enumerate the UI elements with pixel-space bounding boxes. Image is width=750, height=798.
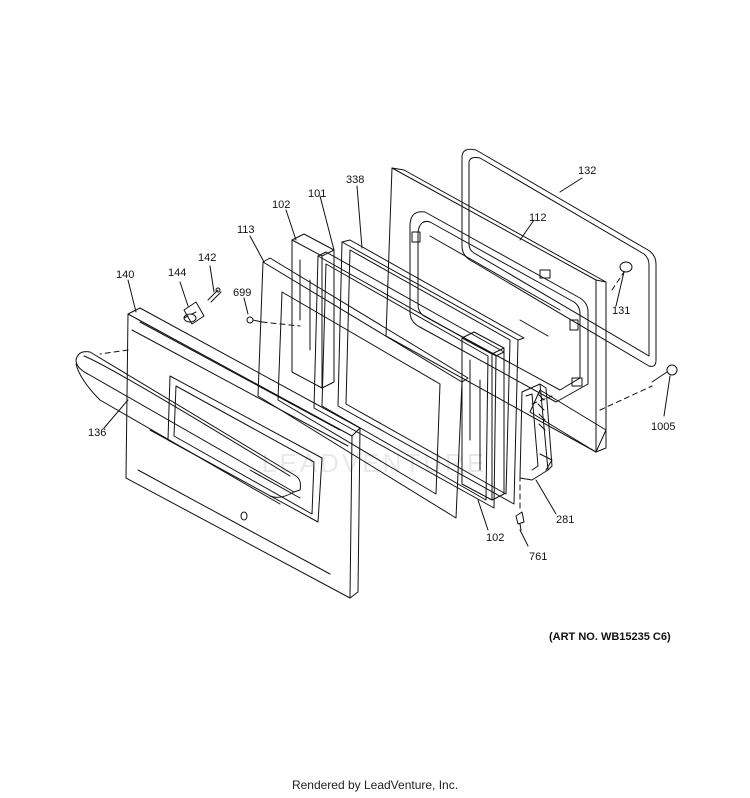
art-number: (ART NO. WB15235 C6): [549, 631, 671, 643]
pin-142: [207, 287, 222, 303]
label-132: 132: [578, 165, 596, 177]
leader-lines: [103, 177, 671, 547]
door-handle-136: [75, 351, 301, 505]
inner-door-panel-112: [385, 167, 607, 453]
gasket-132: [461, 148, 657, 367]
inner-glass-101: [313, 251, 505, 509]
insulation-102-top: [291, 233, 335, 389]
label-102-bottom: 102: [486, 532, 504, 544]
glass-frame-338: [337, 239, 525, 505]
label-131: 131: [612, 305, 630, 317]
label-136: 136: [88, 427, 106, 439]
insulation-102-bottom: [461, 331, 505, 501]
hinge-281: [519, 383, 553, 481]
screw-761: [515, 511, 525, 531]
bumper-131: [619, 261, 633, 273]
label-1005: 1005: [651, 421, 675, 433]
screw-1005: [651, 364, 678, 383]
label-144: 144: [168, 267, 186, 279]
label-102-top: 102: [272, 199, 290, 211]
label-112: 112: [529, 212, 547, 224]
door-frame-113: [257, 257, 469, 519]
outer-door-140: [125, 307, 361, 599]
alignment-lines: [99, 271, 653, 511]
label-281: 281: [556, 514, 574, 526]
watermark: LEADVENTURE: [262, 448, 488, 478]
label-699: 699: [233, 287, 251, 299]
label-338: 338: [346, 174, 364, 186]
label-113: 113: [237, 224, 255, 236]
footer-credit: Rendered by LeadVenture, Inc.: [291, 778, 459, 792]
label-101: 101: [308, 188, 326, 200]
label-142: 142: [198, 252, 216, 264]
label-761: 761: [529, 551, 547, 563]
screw-699: [246, 316, 263, 324]
label-140: 140: [116, 269, 134, 281]
